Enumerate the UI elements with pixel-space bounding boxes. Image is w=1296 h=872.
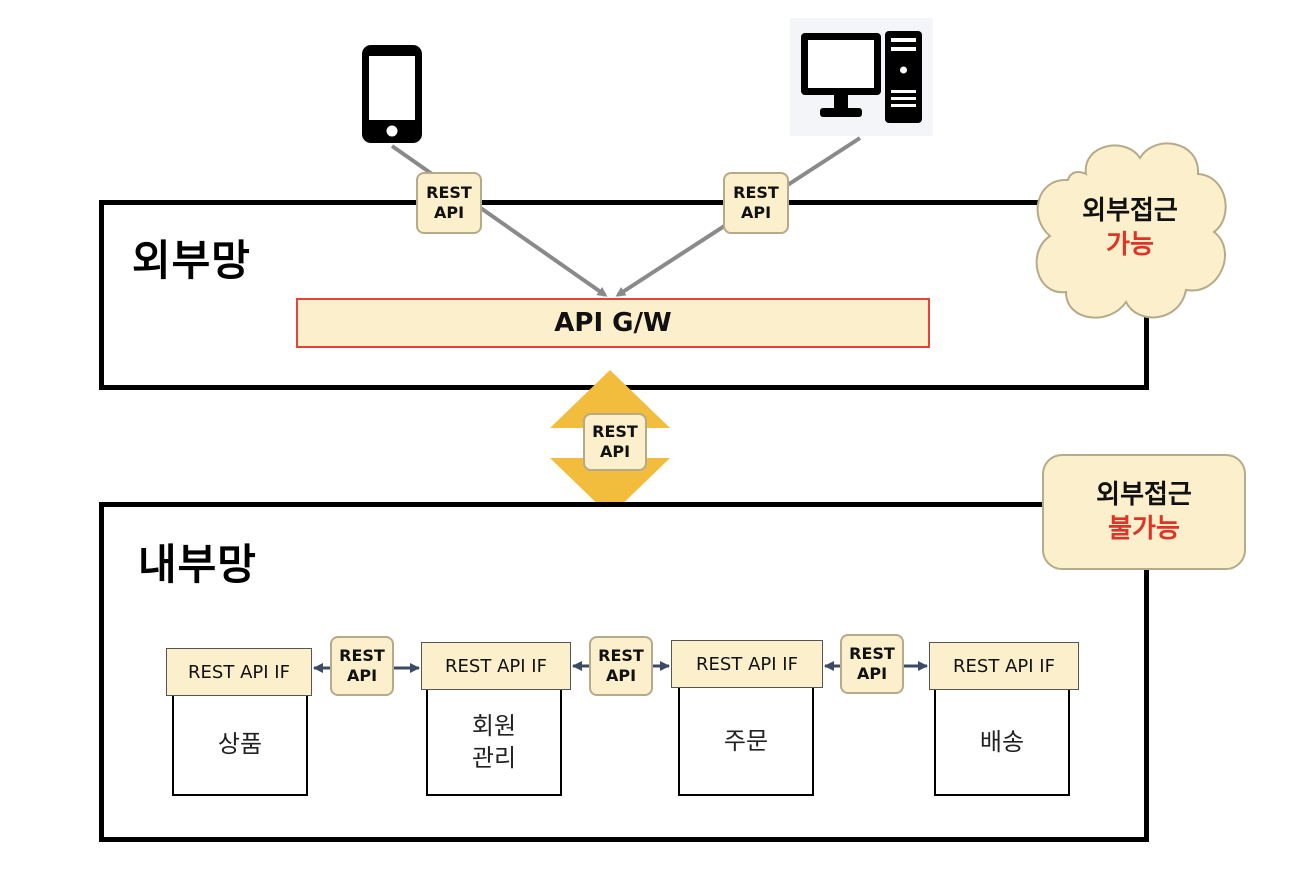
mobile-to-gateway-line <box>390 144 608 297</box>
cloud-shape <box>1035 142 1227 319</box>
service-order: 주문 <box>678 686 814 796</box>
smartphone-icon <box>362 45 422 143</box>
desktop-computer-icon <box>801 31 922 123</box>
rest-api-tag-line2: API <box>605 666 637 685</box>
external-access-note-line2: 가능 <box>1106 230 1154 260</box>
service-delivery: 배송 <box>934 688 1070 796</box>
external-access-note: 외부접근 가능 <box>1038 186 1222 270</box>
internal-access-note: 외부접근 불가능 <box>1042 454 1246 570</box>
rest-api-interface-order: REST API IF <box>671 640 823 688</box>
internal-zone-title: 내부망 <box>138 540 257 589</box>
rest-api-interface-delivery: REST API IF <box>929 642 1079 690</box>
rest-api-tag-line2: API <box>346 666 378 685</box>
rest-api-tag-line2: API <box>433 203 465 222</box>
rest-api-tag-order-delivery: REST API <box>840 634 904 694</box>
service-member-management: 회원 관리 <box>426 688 562 796</box>
rest-api-tag-line1: REST <box>426 183 472 202</box>
internal-access-note-line1: 외부접근 <box>1096 480 1192 510</box>
external-zone-title: 외부망 <box>132 236 251 285</box>
internal-access-note-line2: 불가능 <box>1108 514 1180 544</box>
rest-api-interface-member: REST API IF <box>421 642 571 690</box>
rest-api-tag-zone-link: REST API <box>583 413 647 471</box>
rest-api-tag-line1: REST <box>339 646 385 665</box>
rest-api-tag-product-member: REST API <box>330 636 394 696</box>
rest-api-tag-member-order: REST API <box>589 636 653 696</box>
rest-api-tag-line1: REST <box>592 422 638 441</box>
rest-api-tag-line1: REST <box>598 646 644 665</box>
external-access-note-line1: 외부접근 <box>1082 196 1178 226</box>
rest-api-tag-line1: REST <box>733 183 779 202</box>
rest-api-tag-line2: API <box>599 442 631 461</box>
rest-api-interface-product: REST API IF <box>166 648 312 696</box>
rest-api-tag-line2: API <box>856 664 888 683</box>
service-product: 상품 <box>172 692 308 796</box>
rest-api-tag-mobile: REST API <box>416 172 482 234</box>
api-gateway: API G/W <box>296 298 930 348</box>
rest-api-tag-desktop: REST API <box>723 172 789 234</box>
rest-api-tag-line2: API <box>740 203 772 222</box>
rest-api-tag-line1: REST <box>849 644 895 663</box>
